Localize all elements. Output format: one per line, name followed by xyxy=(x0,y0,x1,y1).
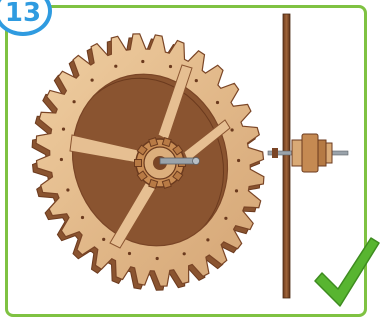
rim-hole xyxy=(216,101,219,104)
rim-hole xyxy=(231,128,234,131)
rim-hole xyxy=(224,217,227,220)
side-view-assembly xyxy=(268,14,348,298)
rim-hole xyxy=(81,216,84,219)
rim-hole xyxy=(235,189,238,192)
rim-hole xyxy=(237,159,240,162)
rim-hole xyxy=(183,252,186,255)
rim-hole xyxy=(169,65,172,68)
hub-tooth xyxy=(135,160,142,167)
rim-hole xyxy=(60,158,63,161)
rim-hole xyxy=(62,128,65,131)
rim-hole xyxy=(156,257,159,260)
rim-hole xyxy=(195,79,198,82)
rim-hole xyxy=(206,238,209,241)
rim-hole xyxy=(91,79,94,82)
hub-tooth xyxy=(149,138,158,147)
hub-tooth xyxy=(162,138,171,147)
step-number: 13 xyxy=(5,0,41,28)
rim-hole xyxy=(128,252,131,255)
rim-hole xyxy=(114,65,117,68)
rim-hole xyxy=(66,188,69,191)
hub-tooth xyxy=(162,179,171,188)
rim-hole xyxy=(102,238,105,241)
rim-hole xyxy=(141,60,144,63)
check-mark-icon xyxy=(315,238,379,306)
rim-hole xyxy=(73,100,76,103)
hub-tooth xyxy=(149,179,158,188)
